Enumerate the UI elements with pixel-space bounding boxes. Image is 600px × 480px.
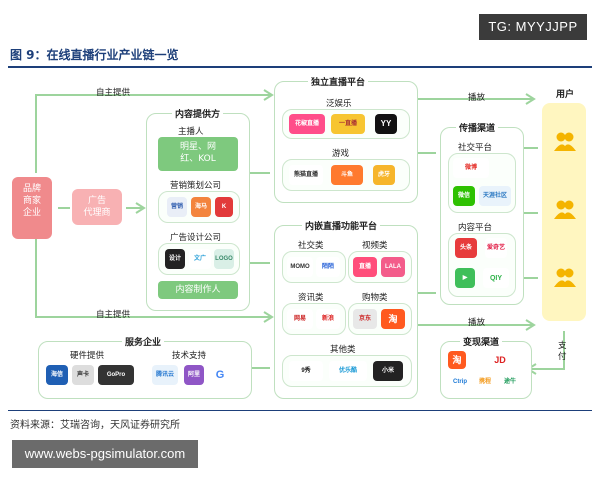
social-logo-1: MOMO	[287, 257, 313, 277]
content-platform-logo-2: 爱奇艺	[485, 238, 507, 258]
social-platform-logo-1: 微博	[453, 158, 489, 178]
games-label: 游戏	[332, 149, 350, 159]
pan-ent-logos: 花椒直播 一直播 YY	[282, 109, 410, 139]
play-bottom-label: 播放	[468, 318, 486, 328]
pay-label: 支 付	[558, 341, 567, 362]
social-platform-logo-2: 微信	[453, 186, 475, 206]
social-platform-label: 社交平台	[458, 143, 493, 153]
agency-box: 广告 代理商	[72, 189, 122, 225]
marketing-label: 营销策划公司	[170, 181, 222, 191]
pan-ent-logo-2: 一直播	[331, 114, 365, 134]
pan-ent-label: 泛娱乐	[326, 99, 352, 109]
marketing-logos: 营销 海马 K	[158, 191, 240, 223]
games-logo-3: 虎牙	[373, 165, 395, 185]
shopping-logo-2: 淘	[381, 309, 405, 329]
ad-design-logo-2: 文广	[189, 249, 211, 269]
monetize-logo-3: Ctrip	[448, 373, 472, 391]
user-group-icon	[554, 268, 576, 287]
other-label: 其他类	[330, 345, 356, 355]
tech-logo-2: 阿里	[184, 365, 204, 385]
title-rule	[8, 66, 592, 68]
anchor-label: 主播人	[178, 127, 204, 137]
games-logo-2: 斗鱼	[331, 165, 363, 185]
producer-box: 内容制作人	[158, 281, 238, 299]
marketing-logo-2: 海马	[191, 197, 211, 217]
user-group-icon	[554, 132, 576, 151]
brand-box: 品牌 商家 企业	[12, 177, 52, 239]
monetize-logo-1: 淘	[448, 351, 466, 369]
social-platform-logos: 微博 微信 天涯社区	[448, 153, 516, 213]
social-platform-logo-3: 天涯社区	[479, 186, 511, 206]
pan-ent-logo-3: YY	[375, 114, 397, 134]
shopping-label: 购物类	[362, 293, 388, 303]
content-platform-logos: 头条 爱奇艺 ▶ QIY	[448, 233, 516, 297]
tech-label: 技术支持	[172, 351, 207, 361]
embedded-title: 内嵌直播功能平台	[302, 219, 381, 232]
monetize-title: 变现渠道	[460, 335, 503, 348]
connector-lines	[35, 89, 565, 375]
other-logo-1: 9秀	[289, 361, 323, 381]
news-label: 资讯类	[298, 293, 324, 303]
channels-title: 传播渠道	[456, 121, 499, 134]
news-logos: 网易 新浪	[282, 303, 346, 335]
ad-design-logos: 设计 文广 LOGO	[158, 243, 240, 275]
independent-title: 独立直播平台	[308, 75, 369, 88]
service-title: 服务企业	[122, 335, 165, 348]
user-group-icon	[554, 200, 576, 219]
content-provider-title: 内容提供方	[172, 107, 224, 120]
other-logo-3: 小米	[373, 361, 403, 381]
hardware-logo-1: 海信	[46, 365, 68, 385]
source-note: 资料来源：艾瑞咨询，天风证券研究所	[10, 420, 180, 431]
ad-design-label: 广告设计公司	[170, 233, 222, 243]
marketing-logo-3: K	[215, 197, 233, 217]
games-logo-1: 熊猫直播	[289, 165, 323, 185]
video-logos: 直播 LALA	[348, 251, 412, 283]
tech-logo-1: 腾讯云	[152, 365, 178, 385]
content-platform-logo-1: 头条	[455, 238, 477, 258]
industry-chain-diagram: 品牌 商家 企业 广告 代理商 自主提供 自主提供 内容提供方 主播人 明星、网…	[8, 73, 592, 409]
self-provide-top-label: 自主提供	[96, 88, 131, 98]
social-logos: MOMO 陌陌	[282, 251, 346, 283]
site-watermark: www.webs-pgsimulator.com	[12, 440, 198, 468]
content-platform-label: 内容平台	[458, 223, 493, 233]
figure-title: 图 9：在线直播行业产业链一览	[10, 48, 179, 62]
pan-ent-logo-1: 花椒直播	[289, 114, 325, 134]
other-logo-2: 优乐酷	[329, 361, 367, 381]
self-provide-bottom-label: 自主提供	[96, 310, 131, 320]
watermark-badge: TG: MYYJJPP	[479, 14, 587, 40]
shopping-logo-1: 京东	[353, 309, 377, 329]
users-title: 用户	[556, 90, 575, 100]
video-label: 视频类	[362, 241, 388, 251]
hardware-logo-2: 声卡	[72, 365, 94, 385]
ad-design-logo-3: LOGO	[214, 249, 234, 269]
monetize-logo-4: 携程	[474, 373, 496, 391]
tech-logo-3: G	[210, 365, 230, 385]
games-logos: 熊猫直播 斗鱼 虎牙	[282, 159, 410, 191]
social-logo-2: 陌陌	[316, 257, 340, 277]
bottom-rule	[8, 410, 592, 411]
anchor-desc: 明星、网 红、KOL	[158, 137, 238, 171]
ad-design-logo-1: 设计	[165, 249, 185, 269]
news-logo-2: 新浪	[316, 309, 340, 329]
content-platform-logo-4: QIY	[483, 268, 509, 288]
shopping-logos: 京东 淘	[348, 303, 412, 335]
social-label: 社交类	[298, 241, 324, 251]
monetize-logo-2: JD	[480, 351, 520, 369]
hardware-label: 硬件提供	[70, 351, 105, 361]
marketing-logo-1: 营销	[167, 197, 187, 217]
monetize-logo-5: 途牛	[498, 373, 522, 391]
video-logo-1: 直播	[353, 257, 377, 277]
video-logo-2: LALA	[381, 257, 405, 277]
content-platform-logo-3: ▶	[455, 268, 475, 288]
hardware-logo-3: GoPro	[98, 365, 134, 385]
play-top-label: 播放	[468, 93, 486, 103]
other-logos: 9秀 优乐酷 小米	[282, 355, 412, 387]
news-logo-1: 网易	[287, 309, 313, 329]
